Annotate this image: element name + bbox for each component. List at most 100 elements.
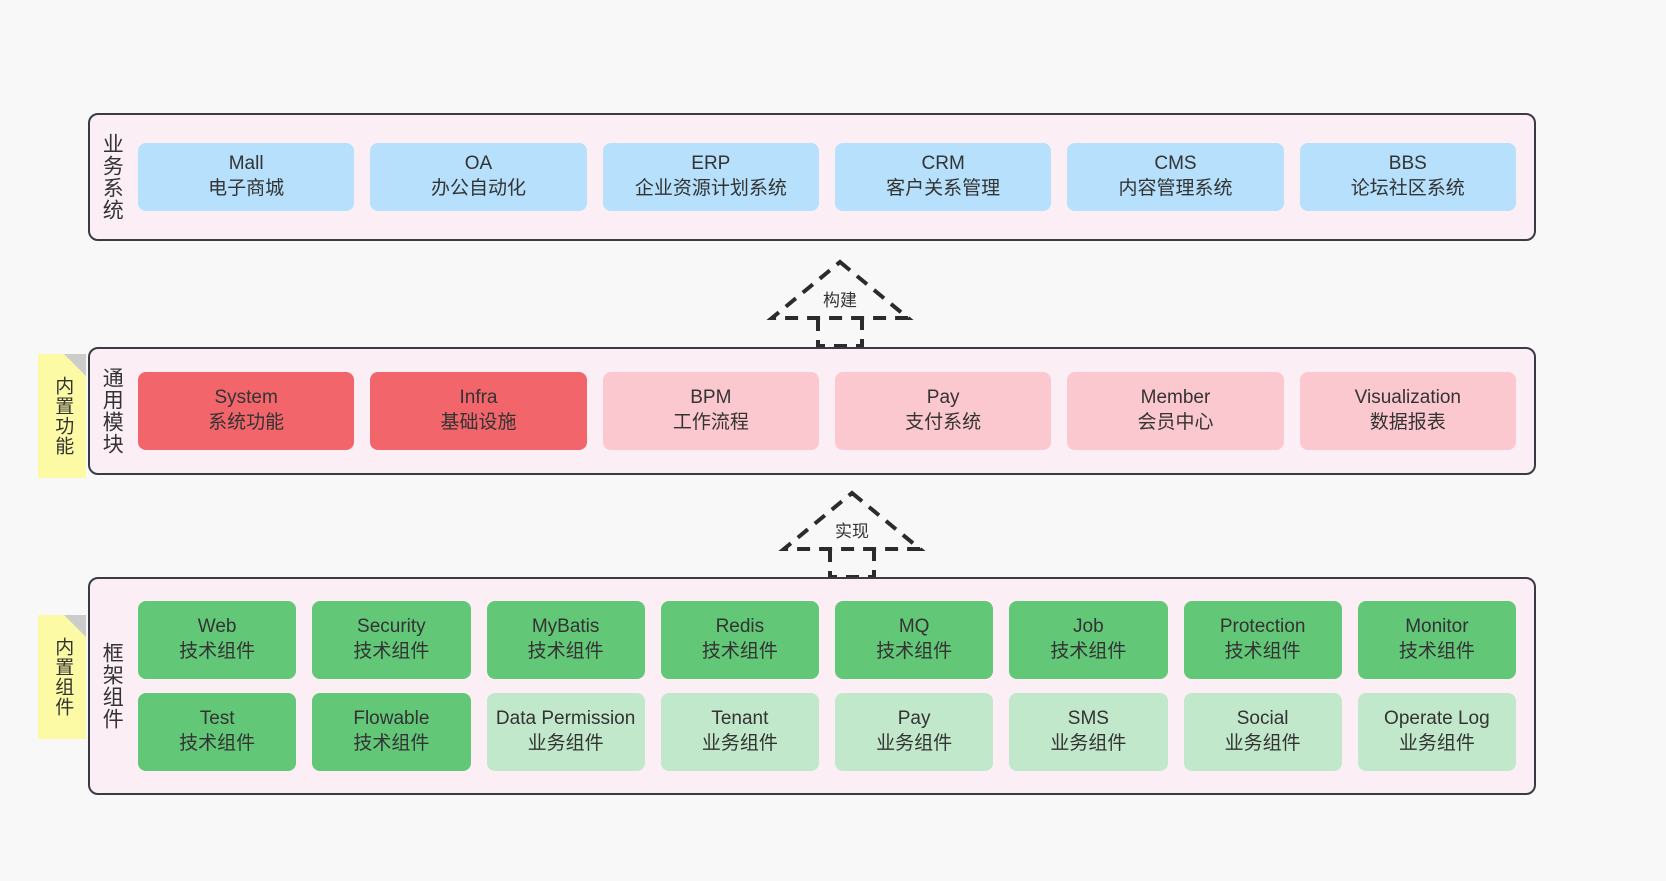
card-flowable[interactable]: Flowable 技术组件 (312, 693, 471, 771)
card-title-en: OA (464, 153, 493, 175)
card-title-cn: 业务组件 (876, 733, 953, 754)
card-title-en: Test (199, 708, 235, 730)
card-title-cn: 技术组件 (353, 733, 430, 754)
connector-build-arrow: 构建 (760, 256, 920, 348)
sticky-note-builtin-components: 内置组件 (38, 615, 86, 739)
card-protection[interactable]: Protection 技术组件 (1183, 601, 1342, 679)
card-member[interactable]: Member 会员中心 (1067, 372, 1284, 450)
card-title-en: Visualization (1354, 387, 1461, 409)
card-title-en: Data Permission (495, 708, 636, 730)
card-title-cn: 基础设施 (440, 412, 517, 433)
card-title-cn: 技术组件 (876, 641, 953, 662)
card-title-en: Member (1140, 387, 1211, 409)
card-title-cn: 业务组件 (701, 733, 778, 754)
card-monitor[interactable]: Monitor 技术组件 (1357, 601, 1516, 679)
card-tenant[interactable]: Tenant 业务组件 (660, 693, 819, 771)
card-title-en: Social (1236, 708, 1289, 730)
card-title-en: Flowable (353, 708, 430, 730)
card-title-en: BBS (1388, 153, 1427, 175)
card-erp[interactable]: ERP 企业资源计划系统 (602, 143, 819, 211)
card-system[interactable]: System 系统功能 (138, 372, 355, 450)
card-title-en: MyBatis (531, 616, 600, 638)
card-title-cn: 业务组件 (527, 733, 604, 754)
card-title-en: Infra (459, 387, 498, 409)
card-title-en: System (214, 387, 278, 409)
card-title-cn: 技术组件 (179, 641, 256, 662)
card-oa[interactable]: OA 办公自动化 (370, 143, 587, 211)
card-title-en: Pay (897, 708, 931, 730)
card-crm[interactable]: CRM 客户关系管理 (834, 143, 1052, 211)
card-operate-log[interactable]: Operate Log 业务组件 (1357, 693, 1516, 771)
card-mall[interactable]: Mall 电子商城 (138, 143, 355, 211)
card-title-en: CRM (921, 153, 965, 175)
card-title-cn: 技术组件 (527, 641, 604, 662)
layer-common-title: 通用模块 (100, 367, 124, 455)
card-title-en: Redis (715, 616, 765, 638)
connector-implement-label: 实现 (835, 522, 869, 541)
card-job[interactable]: Job 技术组件 (1009, 601, 1168, 679)
card-title-en: Protection (1219, 616, 1306, 638)
card-title-en: Security (357, 616, 426, 638)
card-test[interactable]: Test 技术组件 (138, 693, 297, 771)
card-title-cn: 支付系统 (905, 412, 982, 433)
card-title-en: Operate Log (1384, 708, 1490, 730)
frame-card-row-2: Test 技术组件 Flowable 技术组件 Data Permission … (138, 693, 1516, 771)
card-infra[interactable]: Infra 基础设施 (370, 372, 587, 450)
connector-implement-arrow: 实现 (772, 487, 932, 579)
card-title-en: Mall (228, 153, 264, 175)
layer-common-body: System 系统功能 Infra 基础设施 BPM 工作流程 Pay 支付系统… (132, 349, 1534, 473)
layer-business-systems: 业务系统 Mall 电子商城 OA 办公自动化 ERP 企业资源计划系统 CRM… (88, 113, 1536, 241)
card-title-en: CMS (1154, 153, 1197, 175)
card-title-en: Pay (926, 387, 960, 409)
card-title-cn: 企业资源计划系统 (634, 178, 787, 199)
layer-common-modules: 通用模块 System 系统功能 Infra 基础设施 BPM 工作流程 Pay… (88, 347, 1536, 475)
layer-framework-components: 框架组件 Web 技术组件 Security 技术组件 MyBatis 技术组件… (88, 577, 1536, 795)
card-data-permission[interactable]: Data Permission 业务组件 (486, 693, 645, 771)
card-title-cn: 业务组件 (1050, 733, 1127, 754)
card-mq[interactable]: MQ 技术组件 (835, 601, 994, 679)
card-title-en: MQ (898, 616, 930, 638)
card-bpm[interactable]: BPM 工作流程 (602, 372, 819, 450)
card-title-en: Job (1073, 616, 1104, 638)
card-title-cn: 系统功能 (208, 412, 285, 433)
sticky-note-label: 内置组件 (52, 637, 74, 717)
card-title-en: Web (197, 616, 237, 638)
card-title-cn: 会员中心 (1137, 412, 1214, 433)
card-mybatis[interactable]: MyBatis 技术组件 (486, 601, 645, 679)
card-security[interactable]: Security 技术组件 (312, 601, 471, 679)
business-card-row: Mall 电子商城 OA 办公自动化 ERP 企业资源计划系统 CRM 客户关系… (138, 143, 1516, 211)
card-title-cn: 办公自动化 (430, 178, 526, 199)
card-title-cn: 技术组件 (1224, 641, 1301, 662)
card-title-en: ERP (691, 153, 731, 175)
layer-business-title: 业务系统 (100, 133, 124, 221)
common-card-row: System 系统功能 Infra 基础设施 BPM 工作流程 Pay 支付系统… (138, 372, 1516, 450)
layer-frame-title: 框架组件 (100, 642, 124, 730)
card-social[interactable]: Social 业务组件 (1183, 693, 1342, 771)
card-title-cn: 技术组件 (1398, 641, 1475, 662)
card-title-en: SMS (1067, 708, 1109, 730)
card-web[interactable]: Web 技术组件 (138, 601, 297, 679)
sticky-note-builtin-features: 内置功能 (38, 354, 86, 478)
layer-business-body: Mall 电子商城 OA 办公自动化 ERP 企业资源计划系统 CRM 客户关系… (132, 115, 1534, 239)
card-cms[interactable]: CMS 内容管理系统 (1067, 143, 1284, 211)
card-title-cn: 内容管理系统 (1118, 178, 1233, 199)
card-visualization[interactable]: Visualization 数据报表 (1299, 372, 1516, 450)
card-title-cn: 电子商城 (208, 178, 285, 199)
card-bbs[interactable]: BBS 论坛社区系统 (1299, 143, 1516, 211)
card-title-cn: 客户关系管理 (886, 178, 1001, 199)
card-title-cn: 业务组件 (1398, 733, 1475, 754)
card-title-cn: 工作流程 (672, 412, 749, 433)
sticky-note-label: 内置功能 (52, 376, 74, 456)
card-title-cn: 技术组件 (353, 641, 430, 662)
card-title-cn: 业务组件 (1224, 733, 1301, 754)
connector-build-label: 构建 (823, 291, 857, 310)
card-redis[interactable]: Redis 技术组件 (660, 601, 819, 679)
card-pay-component[interactable]: Pay 业务组件 (835, 693, 994, 771)
card-title-en: BPM (690, 387, 732, 409)
card-pay-module[interactable]: Pay 支付系统 (834, 372, 1052, 450)
card-sms[interactable]: SMS 业务组件 (1009, 693, 1168, 771)
frame-card-row-1: Web 技术组件 Security 技术组件 MyBatis 技术组件 Redi… (138, 601, 1516, 679)
card-title-en: Tenant (711, 708, 769, 730)
card-title-cn: 技术组件 (1050, 641, 1127, 662)
